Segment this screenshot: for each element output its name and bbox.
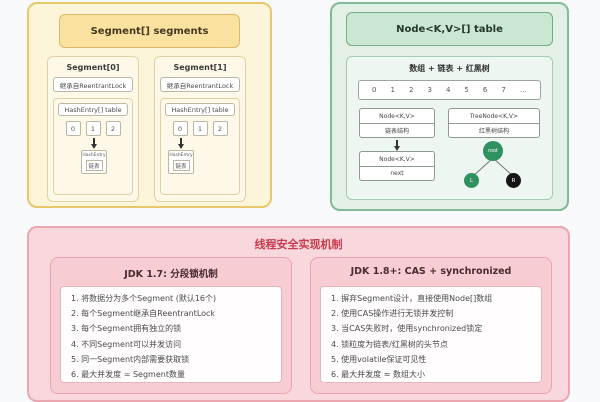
array-index: … (519, 86, 527, 94)
array-index: 5 (464, 86, 469, 94)
list-item: 1. 摒弃Segment设计，直接使用Node[]数组 (331, 294, 493, 303)
segment-1-bucket-row: 0 1 2 (165, 121, 235, 136)
list-item: 3. 当CAS失败时，使用synchronized锁定 (331, 324, 483, 334)
list-item: 1. 将数据分为多个Segment (默认16个) (71, 294, 217, 303)
thread-safety-title: 线程安全实现机制 (254, 238, 343, 251)
thread-safety-panel: 线程安全实现机制 JDK 1.7: 分段锁机制 1. 将数据分为多个Segmen… (27, 226, 570, 402)
next-node-box: Node<K,V> next (359, 151, 435, 181)
segment-0-hashentry-node: HashEntry 链表 (81, 150, 107, 174)
down-arrow-icon (178, 138, 184, 149)
bucket-cell: 2 (105, 121, 121, 136)
tree-right-child-node: R (506, 173, 521, 188)
down-arrow-icon (91, 138, 97, 149)
array-index: 2 (408, 86, 414, 94)
hashentry-type-label: 链表 (172, 160, 190, 171)
list-item: 5. 同一Segment内部需要获取锁 (71, 354, 190, 364)
jdk17-mechanism-box: JDK 1.7: 分段锁机制 1. 将数据分为多个Segment (默认16个)… (50, 257, 292, 394)
array-index: 7 (501, 86, 506, 94)
segment-0-bucket-row: 0 1 2 (58, 121, 128, 136)
segment-1-title: Segment[1] (173, 63, 227, 72)
list-item: 5. 使用volatile保证可见性 (331, 354, 427, 364)
list-item: 2. 使用CAS操作进行无锁并发控制 (331, 309, 454, 319)
tree-node-box: TreeNode<K,V> 红黑树结构 (448, 108, 540, 138)
jdk17-item-list: 1. 将数据分为多个Segment (默认16个) 2. 每个Segment继承… (60, 286, 282, 383)
hashentry-label: HashEntry (82, 153, 106, 158)
jdk18-item-list: 1. 摒弃Segment设计，直接使用Node[]数组 2. 使用CAS操作进行… (320, 286, 542, 383)
tree-node-label: 红黑树结构 (449, 123, 539, 137)
array-index: 4 (445, 86, 451, 94)
list-item: 3. 每个Segment拥有独立的锁 (71, 324, 182, 334)
down-arrow-icon (394, 140, 400, 151)
tree-node-type: TreeNode<K,V> (469, 112, 519, 120)
node-table-panel: Node<K,V>[] table 数组 + 链表 + 红黑树 0 1 2 3 … (330, 2, 569, 211)
list-item: 4. 锁粒度为链表/红黑树的头节点 (331, 339, 448, 349)
list-item: 2. 每个Segment继承自ReentrantLock (71, 309, 216, 319)
segment-0-title: Segment[0] (66, 63, 120, 72)
segment-1-entry-area: HashEntry 链表 (165, 136, 235, 174)
array-index: 6 (482, 86, 488, 94)
segment-0-table-container: HashEntry[] table 0 1 2 HashEntry 链表 (53, 98, 133, 195)
hashentry-label: HashEntry (169, 153, 193, 158)
list-item: 4. 不同Segment可以并发访问 (71, 339, 182, 349)
segment-1-table-label: HashEntry[] table (165, 103, 235, 116)
segment-1-lock-label: 继承自ReentrantLock (160, 77, 240, 92)
bucket-cell: 0 (65, 121, 81, 136)
list-node-type: Node<K,V> (379, 112, 415, 120)
bucket-cell: 1 (192, 121, 208, 136)
red-black-tree-diagram: root L R (450, 141, 538, 195)
tree-left-child-node: L (464, 173, 479, 188)
segment-1-box: Segment[1] 继承自ReentrantLock HashEntry[] … (154, 56, 246, 202)
linked-list-branch: Node<K,V> 链表结构 Node<K,V> next (359, 108, 435, 195)
tree-root-node: root (483, 141, 503, 161)
node-structure-container: 数组 + 链表 + 红黑树 0 1 2 3 4 5 6 7 … Node<K,V… (346, 56, 553, 200)
bucket-cell: 0 (172, 121, 188, 136)
jdk17-title: JDK 1.7: 分段锁机制 (124, 269, 218, 280)
segment-0-entry-area: HashEntry 链表 (58, 136, 128, 174)
bucket-cell: 2 (212, 121, 228, 136)
segment-0-table-label: HashEntry[] table (58, 103, 128, 116)
hashentry-type-label: 链表 (85, 160, 103, 171)
next-node-type: Node<K,V> (379, 155, 415, 163)
list-item: 6. 最大并发度 ≈ 数组大小 (331, 370, 425, 380)
array-index: 1 (390, 86, 395, 94)
segment-1-table-container: HashEntry[] table 0 1 2 HashEntry 链表 (160, 98, 240, 195)
node-array-row: 0 1 2 3 4 5 6 7 … (358, 80, 541, 100)
node-panel-title: Node<K,V>[] table (346, 12, 553, 46)
list-item: 6. 最大并发度 = Segment数量 (71, 370, 185, 380)
list-node-label: 链表结构 (360, 123, 434, 137)
jdk18-title: JDK 1.8+: CAS + synchronized (350, 266, 512, 277)
jdk18-mechanism-box: JDK 1.8+: CAS + synchronized 1. 摒弃Segmen… (310, 257, 552, 394)
segment-array-panel: Segment[] segments Segment[0] 继承自Reentra… (27, 2, 272, 208)
array-index: 0 (372, 86, 377, 94)
segment-panel-title: Segment[] segments (59, 14, 240, 48)
segment-0-box: Segment[0] 继承自ReentrantLock HashEntry[] … (47, 56, 139, 202)
red-black-tree-branch: TreeNode<K,V> 红黑树结构 root L R (448, 108, 540, 195)
bucket-cell: 1 (85, 121, 101, 136)
node-structure-subtitle: 数组 + 链表 + 红黑树 (409, 64, 490, 73)
segment-0-lock-label: 继承自ReentrantLock (53, 77, 133, 92)
list-node-box: Node<K,V> 链表结构 (359, 108, 435, 138)
next-node-label: next (360, 166, 434, 180)
array-index: 3 (427, 86, 432, 94)
segment-1-hashentry-node: HashEntry 链表 (168, 150, 194, 174)
